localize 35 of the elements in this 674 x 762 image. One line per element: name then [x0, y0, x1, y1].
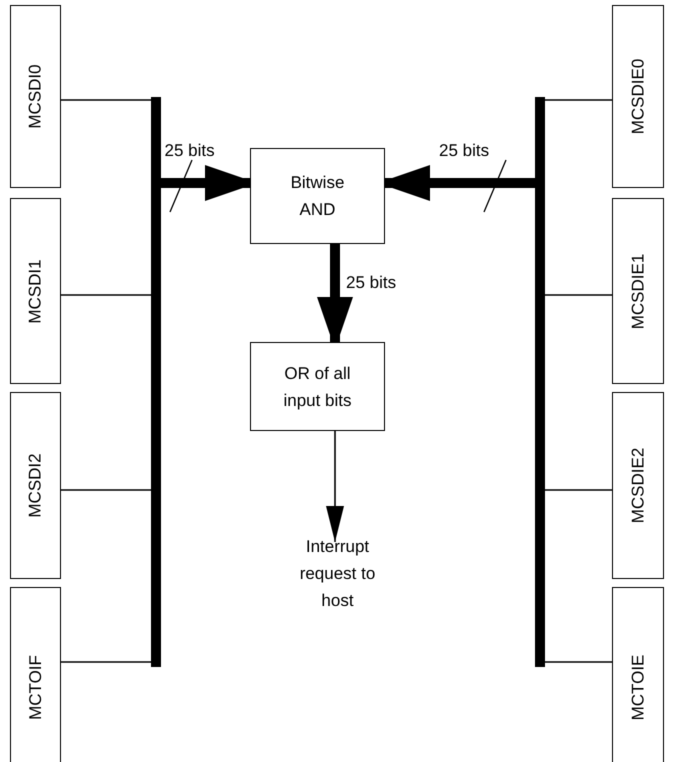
register-box	[10, 587, 61, 762]
box-label: OR of all input bits	[282, 362, 353, 412]
arrow	[326, 431, 344, 542]
register-box	[612, 198, 664, 384]
edge-label: 25 bits	[164, 141, 216, 161]
connector-line	[61, 294, 151, 296]
bus-bar	[151, 97, 161, 667]
logic-box	[250, 148, 385, 244]
box-label: MCSDIE2	[628, 448, 648, 524]
box-label: Bitwise AND	[290, 172, 346, 221]
edge-label: 25 bits	[438, 141, 490, 161]
register-box	[612, 392, 664, 579]
connector-line	[545, 99, 612, 101]
register-box	[612, 5, 664, 188]
box-label: MCTOIF	[25, 654, 46, 720]
box-label: MCSDI0	[25, 64, 46, 129]
register-box	[10, 5, 61, 188]
box-label: MCSDIE0	[628, 58, 648, 134]
register-box	[612, 587, 664, 762]
connector-line	[545, 489, 612, 491]
box-label: MCSDI1	[25, 258, 46, 324]
register-box	[10, 198, 61, 384]
connector-line	[61, 489, 151, 491]
box-label: MCSDI2	[25, 453, 46, 518]
connector-line	[545, 661, 612, 663]
box-label: MCTOIE	[628, 654, 648, 720]
bus-bar	[535, 97, 545, 667]
edge-label: 25 bits	[345, 273, 398, 293]
connector-line	[545, 294, 612, 296]
connector-line	[61, 661, 151, 663]
logic-box	[250, 342, 385, 431]
box-label: MCSDIE1	[628, 253, 648, 329]
register-box	[10, 392, 61, 579]
connector-line	[61, 99, 151, 101]
output-text: Interrupt request to host	[270, 542, 405, 604]
